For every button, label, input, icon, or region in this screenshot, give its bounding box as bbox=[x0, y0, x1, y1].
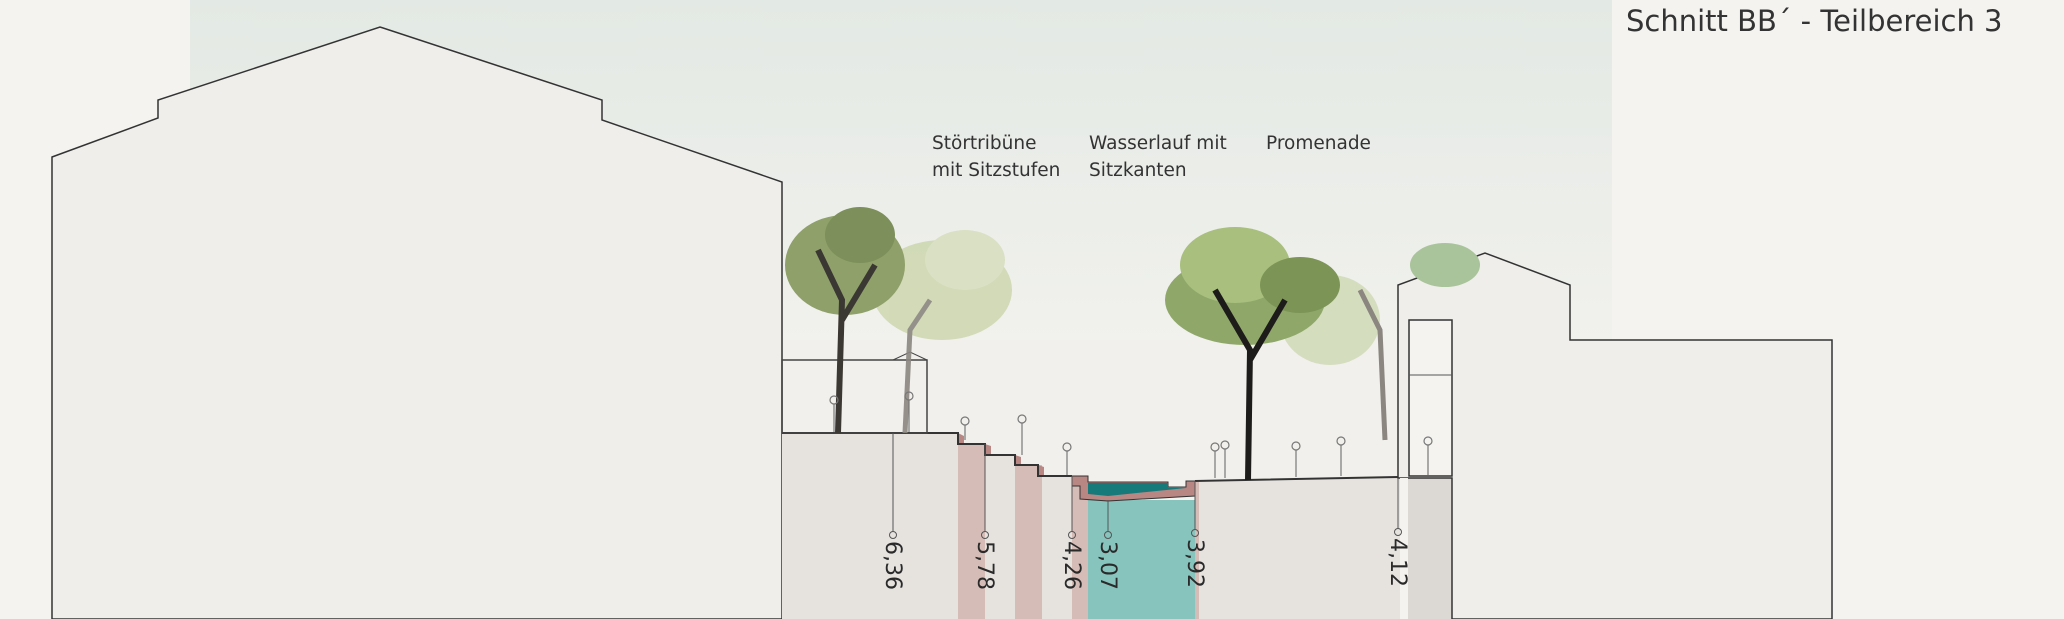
terrain-line bbox=[782, 432, 1401, 482]
tree bbox=[872, 230, 1012, 434]
elevation-label: 3,92 bbox=[1182, 539, 1207, 588]
label-line: mit Sitzstufen bbox=[932, 160, 1061, 181]
elevation-label: 6,36 bbox=[880, 541, 905, 590]
label-stoertribuene: Störtribüne mit Sitzstufen bbox=[932, 130, 1060, 184]
tree bbox=[785, 207, 905, 434]
ground-left bbox=[782, 433, 958, 619]
tree bbox=[1165, 227, 1340, 481]
elevation-markers bbox=[889, 433, 1402, 539]
label-line: Sitzkanten bbox=[1089, 160, 1187, 181]
label-line: Promenade bbox=[1266, 133, 1371, 154]
step-column bbox=[958, 444, 985, 619]
elevation-label: 4,12 bbox=[1385, 538, 1410, 587]
tree bbox=[1280, 243, 1480, 441]
section-title: Schnitt BB´ - Teilbereich 3 bbox=[1626, 4, 2003, 38]
elevation-label: 4,26 bbox=[1059, 541, 1084, 590]
label-line: Wasserlauf mit bbox=[1089, 133, 1227, 154]
label-line: Störtribüne bbox=[932, 133, 1037, 154]
elevation-label: 3,07 bbox=[1095, 541, 1120, 590]
elevation-label: 5,78 bbox=[972, 541, 997, 590]
water-surface bbox=[1088, 483, 1186, 496]
label-promenade: Promenade bbox=[1266, 130, 1371, 157]
left-building bbox=[51, 26, 783, 619]
step-column bbox=[1015, 465, 1042, 619]
step-column bbox=[1072, 486, 1088, 619]
pavilion bbox=[781, 359, 928, 434]
label-wasserlauf: Wasserlauf mit Sitzkanten bbox=[1089, 130, 1227, 184]
people bbox=[829, 391, 1433, 478]
right-building bbox=[1397, 252, 1833, 619]
water-column bbox=[1088, 500, 1195, 619]
ground-right bbox=[1199, 478, 1400, 619]
